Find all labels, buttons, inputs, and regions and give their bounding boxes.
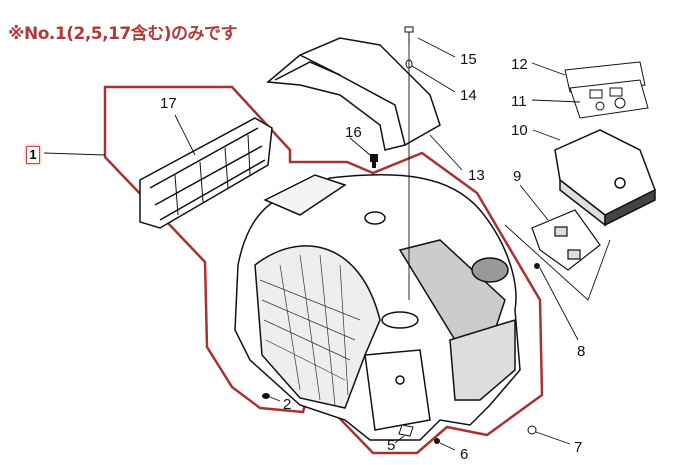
callout-9: 9 xyxy=(513,168,521,185)
callout-7: 7 xyxy=(574,439,582,456)
callout-13: 13 xyxy=(468,167,485,184)
part1-group-outline xyxy=(103,85,544,455)
part17-filter-frame xyxy=(139,117,273,229)
part15-screw xyxy=(404,26,414,45)
part13-handle xyxy=(266,37,441,151)
part11-panel-sheet xyxy=(569,79,649,119)
leader-lines xyxy=(43,37,611,451)
callout-2: 2 xyxy=(283,396,291,413)
callout-10: 10 xyxy=(511,122,528,139)
part9-circuit-board xyxy=(531,209,601,271)
callout-16: 16 xyxy=(345,124,362,141)
part8-screw xyxy=(534,263,540,269)
callout-17: 17 xyxy=(160,95,177,112)
callout-1: 1 xyxy=(26,146,40,164)
part6-screw xyxy=(434,438,440,444)
callout-12: 12 xyxy=(511,56,528,73)
part2-screw xyxy=(262,393,270,399)
callout-11: 11 xyxy=(511,93,527,110)
callout-6: 6 xyxy=(460,446,468,463)
callout-14: 14 xyxy=(460,87,477,104)
part10-control-box xyxy=(554,129,656,227)
callout-5: 5 xyxy=(387,437,395,454)
callout-8: 8 xyxy=(577,343,585,360)
part7-screw xyxy=(527,425,537,435)
scope-note: ※No.1(2,5,17含む)のみです xyxy=(8,24,238,44)
callout-15: 15 xyxy=(460,51,477,68)
part1-main-housing xyxy=(234,173,521,441)
part16-screw xyxy=(370,154,378,168)
part5-clip xyxy=(398,424,414,437)
